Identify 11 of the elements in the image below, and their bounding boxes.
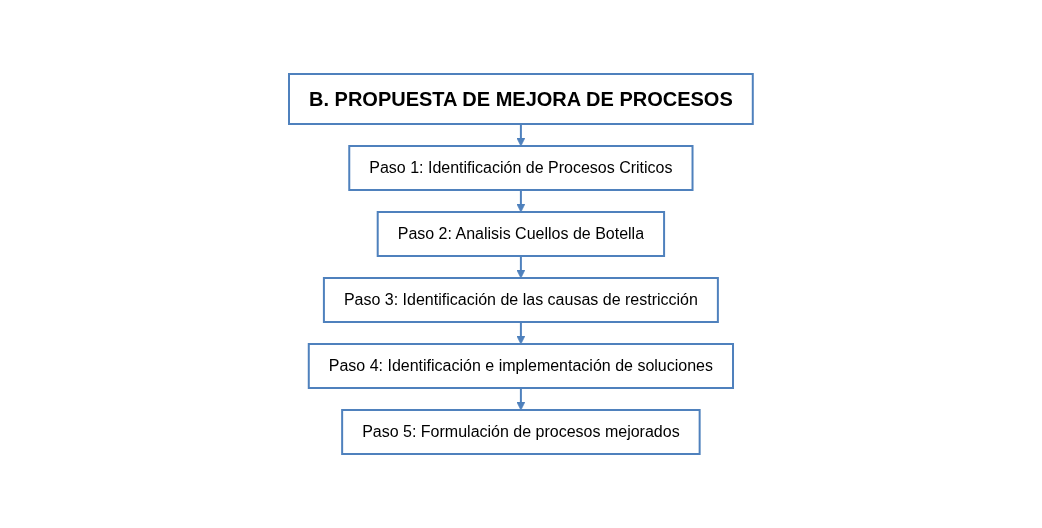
node-box: Paso 3: Identificación de las causas de restricción	[323, 277, 719, 323]
node-box: Paso 5: Formulación de procesos mejorados	[341, 409, 701, 455]
arrow	[516, 189, 526, 213]
node-box: B. PROPUESTA DE MEJORA DE PROCESOS	[288, 73, 754, 125]
node-box: Paso 4: Identificación e implementación de soluciones	[307, 343, 735, 389]
arrow	[516, 255, 526, 279]
node-box: Paso 1: Identificación de Procesos Criticos	[348, 145, 694, 191]
node-box: Paso 2: Analisis Cuellos de Botella	[376, 211, 666, 257]
arrow	[516, 123, 526, 147]
arrow	[516, 387, 526, 411]
arrow	[516, 321, 526, 345]
